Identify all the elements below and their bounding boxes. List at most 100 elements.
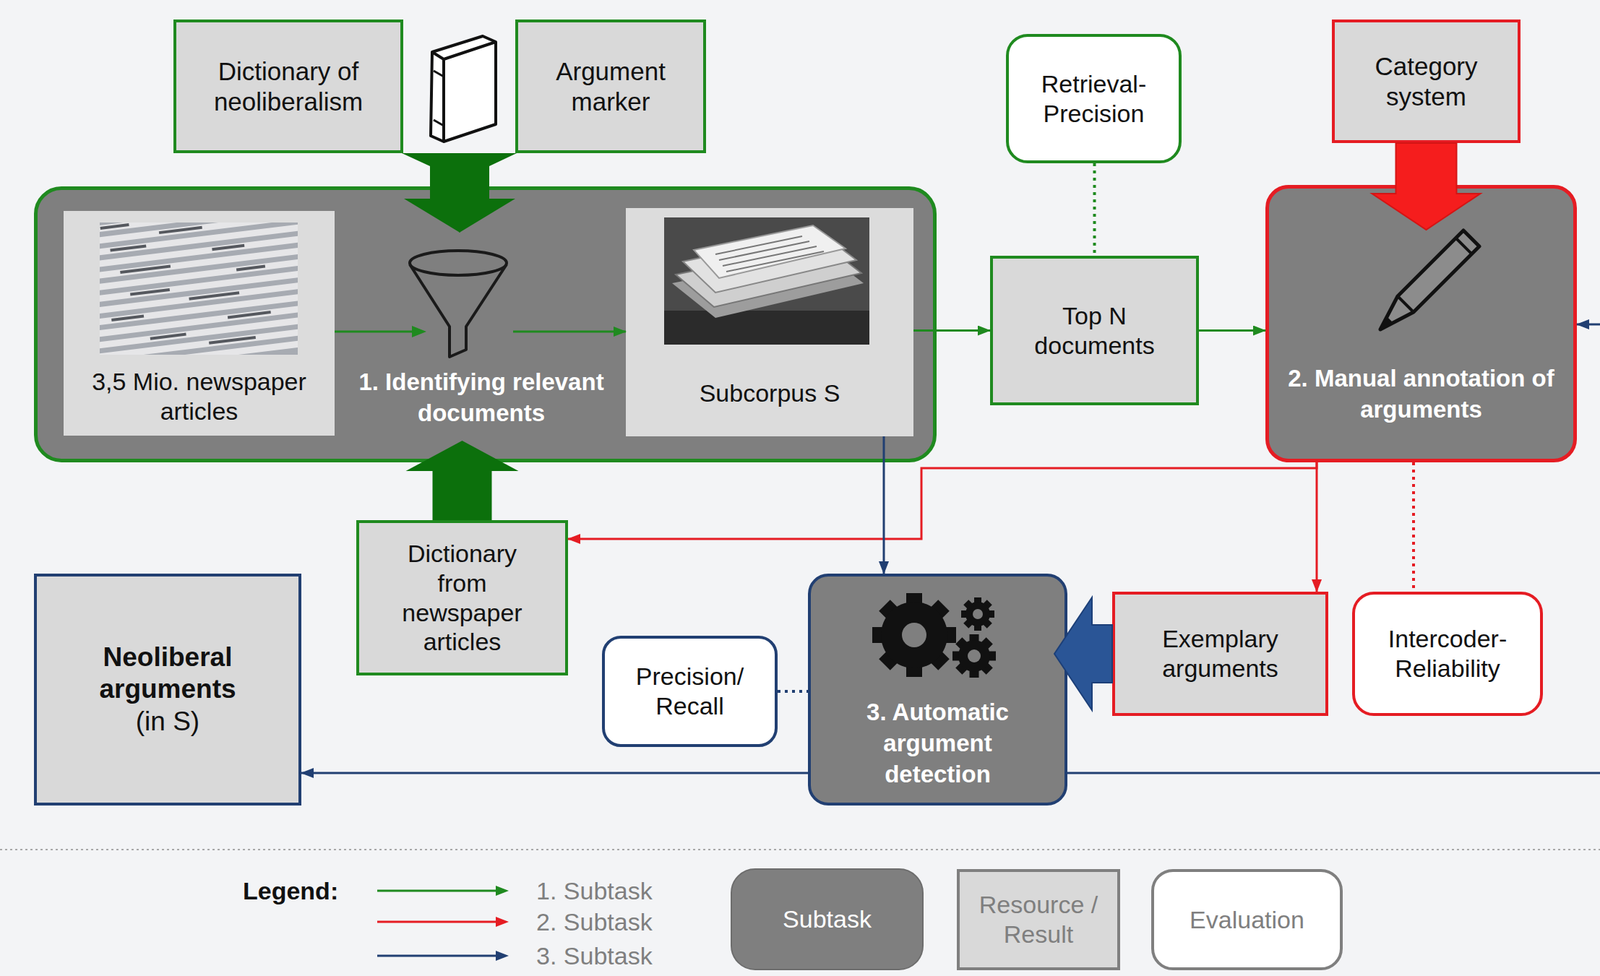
arrow-head xyxy=(495,917,509,928)
newspaper-photo xyxy=(99,222,298,355)
resource-box: Category system xyxy=(1331,19,1521,144)
box-label: Neoliberal arguments xyxy=(59,641,277,707)
legend-line xyxy=(377,890,498,893)
block-arrow xyxy=(406,440,519,521)
box-label: Dictionary of neoliberalism xyxy=(187,56,390,118)
text-block: 3. Automatic argument detection xyxy=(844,697,1032,791)
connector-arrow xyxy=(334,330,626,334)
newspaper-photo xyxy=(100,223,130,230)
text-block: Retrieval- Precision xyxy=(1021,36,1167,161)
newspaper-photo xyxy=(100,222,274,355)
newspaper-photo xyxy=(99,312,298,352)
newspaper-photo xyxy=(119,265,171,275)
box-label: Top N documents xyxy=(1031,301,1158,361)
text-block: Intercoder- Reliability xyxy=(1368,594,1528,714)
block-arrow xyxy=(401,153,461,233)
resource-box: Exemplary arguments xyxy=(1112,591,1329,717)
legend-text: 3. Subtask xyxy=(536,941,653,972)
newspaper-photo xyxy=(99,324,298,355)
legend-text: Subtask xyxy=(782,904,872,935)
legend-line-sample xyxy=(377,883,509,899)
newspaper-photo xyxy=(675,244,862,308)
book-icon xyxy=(433,70,444,126)
gears-icon xyxy=(878,599,950,671)
newspaper-photo xyxy=(130,288,170,297)
text-block: 1. Identifying relevant documents xyxy=(340,367,623,430)
funnel-icon xyxy=(409,250,507,276)
newspaper-photo xyxy=(672,252,864,318)
gears-icon xyxy=(872,627,957,644)
pencil-icon xyxy=(1380,316,1394,330)
newspaper-photo xyxy=(664,310,870,345)
gears-icon xyxy=(955,637,993,675)
gears-icon xyxy=(965,601,991,627)
text-block: Category system xyxy=(1347,22,1507,141)
newspaper-photo xyxy=(208,336,256,345)
newspaper-photo xyxy=(99,222,298,355)
newspaper-photo xyxy=(682,232,857,293)
newspaper-photo xyxy=(99,336,298,355)
newspaper-photo xyxy=(664,217,870,345)
connector-arrow xyxy=(568,462,1317,540)
text-block: Dictionary from newspaper articles xyxy=(398,523,526,673)
book-icon xyxy=(430,36,496,142)
legend-line-sample xyxy=(377,948,509,964)
newspaper-photo xyxy=(99,222,298,355)
evaluation-box: Precision/ Recall xyxy=(601,635,778,748)
newspaper-photo xyxy=(111,315,144,322)
arrow-head xyxy=(495,885,509,897)
box-label: 2. Manual annotation of arguments xyxy=(1280,363,1563,426)
separator-line xyxy=(0,849,1600,851)
box-label: Argument marker xyxy=(531,56,691,118)
text-block: Dictionary of neoliberalism xyxy=(187,22,390,151)
text-block: Exemplary arguments xyxy=(1141,594,1301,714)
connector-arrow xyxy=(1315,462,1319,592)
newspaper-photo xyxy=(99,232,298,272)
gears-icon xyxy=(878,599,950,671)
block-arrow xyxy=(1054,597,1113,711)
resource-box: 3,5 Mio. newspaper articles xyxy=(63,211,335,436)
text-block: Top N documents xyxy=(1031,258,1158,403)
newspaper-photo xyxy=(99,222,298,237)
box-label: 3,5 Mio. newspaper articles xyxy=(74,367,324,427)
newspaper-photo xyxy=(99,278,298,317)
gears-icon xyxy=(955,637,993,675)
legend-item: Resource / Result xyxy=(956,869,1121,971)
funnel-icon xyxy=(409,250,507,358)
legend-line xyxy=(377,921,498,924)
newspaper-photo xyxy=(227,310,272,319)
box-label: Category system xyxy=(1347,51,1507,113)
legend-item: 1. Subtask xyxy=(377,875,653,907)
pencil-icon xyxy=(1397,238,1472,313)
connector-arrow xyxy=(883,436,886,574)
newspaper-photo xyxy=(109,244,146,252)
legend-text: 1. Subtask xyxy=(536,876,653,907)
dotted-connector xyxy=(777,690,808,694)
newspaper-photo xyxy=(693,225,846,279)
block-arrow xyxy=(1372,143,1481,230)
resource-box: Top N documents xyxy=(990,255,1199,406)
book-icon xyxy=(430,36,496,142)
legend-text: Resource / Result xyxy=(969,890,1108,950)
arrow-head xyxy=(495,951,509,962)
label-holder: Legend: xyxy=(242,876,339,907)
gears-icon xyxy=(880,601,948,669)
result-box: Neoliberal arguments(in S) xyxy=(33,573,302,806)
subtask-panel: 1. Identifying relevant documents 3,5 Mio… xyxy=(33,186,937,463)
book-icon xyxy=(432,41,496,142)
gears-icon xyxy=(901,622,927,648)
text-block: Precision/ Recall xyxy=(626,638,754,745)
connector-arrow xyxy=(913,329,991,332)
connector-arrow xyxy=(301,772,808,775)
subtask-panel: 2. Manual annotation of arguments xyxy=(1265,185,1577,463)
gears-icon xyxy=(961,597,995,631)
legend-line-sample xyxy=(377,914,509,930)
legend-heading: Legend: xyxy=(242,876,339,907)
box-label: 3. Automatic argument detection xyxy=(844,697,1032,791)
connector-arrow xyxy=(1198,329,1266,332)
gears-icon xyxy=(961,610,995,618)
newspaper-photo xyxy=(188,291,240,301)
gears-icon xyxy=(969,634,980,678)
resource-box: Dictionary of neoliberalism xyxy=(173,19,404,154)
gears-icon xyxy=(952,634,996,678)
